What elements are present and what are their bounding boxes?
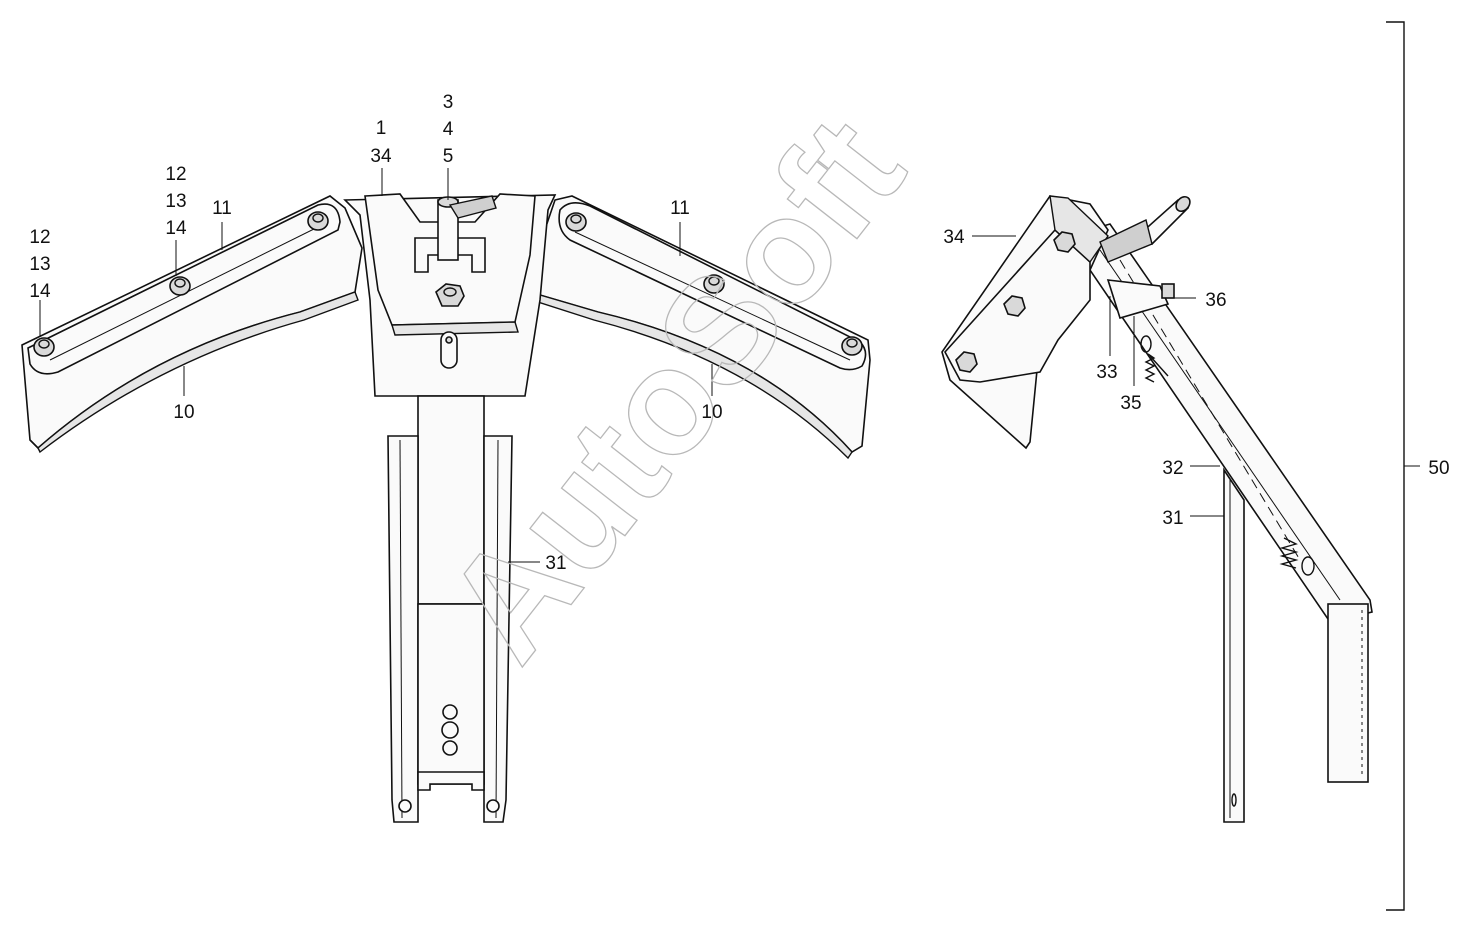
bolt-icon [33, 337, 55, 357]
bolt-icon [307, 211, 329, 231]
bolt-icon [1053, 231, 1076, 253]
label-11: 11 [212, 198, 232, 219]
central-hub [343, 193, 557, 397]
bolt-icon [955, 351, 978, 373]
label-14: 14 [165, 218, 187, 239]
label-11: 11 [670, 198, 690, 219]
label-3: 3 [443, 92, 454, 113]
label-10: 10 [173, 402, 194, 423]
label-31: 31 [1162, 508, 1183, 529]
label-1: 1 [376, 118, 387, 139]
label-12: 12 [165, 164, 186, 185]
bolt-icon [169, 276, 191, 296]
label-10: 10 [701, 402, 722, 423]
nut-icon [435, 283, 465, 307]
label-50: 50 [1428, 458, 1449, 479]
label-34: 34 [943, 227, 965, 248]
label-5: 5 [443, 146, 454, 167]
front-view-assembly [21, 193, 871, 823]
label-34: 34 [370, 146, 392, 167]
label-35: 35 [1120, 393, 1141, 414]
post-column [387, 395, 513, 823]
leader-lines [39, 21, 1420, 911]
bolt-icon [703, 274, 725, 294]
right-arm [537, 195, 871, 460]
label-13: 13 [165, 191, 186, 212]
bolt-icon [1003, 295, 1026, 317]
spring-icon [1140, 335, 1169, 383]
left-arm [21, 195, 363, 454]
label-13: 13 [29, 254, 50, 275]
label-14: 14 [29, 281, 51, 302]
label-4: 4 [443, 119, 454, 140]
label-33: 33 [1096, 362, 1117, 383]
callout-labels: 1 34 3 4 5 12 13 14 11 12 13 14 10 11 10… [29, 92, 1449, 574]
label-36: 36 [1205, 290, 1226, 311]
bolt-icon [841, 336, 863, 356]
label-32: 32 [1162, 458, 1183, 479]
label-31: 31 [545, 553, 566, 574]
label-12: 12 [29, 227, 50, 248]
bolt-icon [565, 212, 587, 232]
spring-icon [1279, 537, 1315, 576]
side-view-assembly [941, 195, 1373, 823]
